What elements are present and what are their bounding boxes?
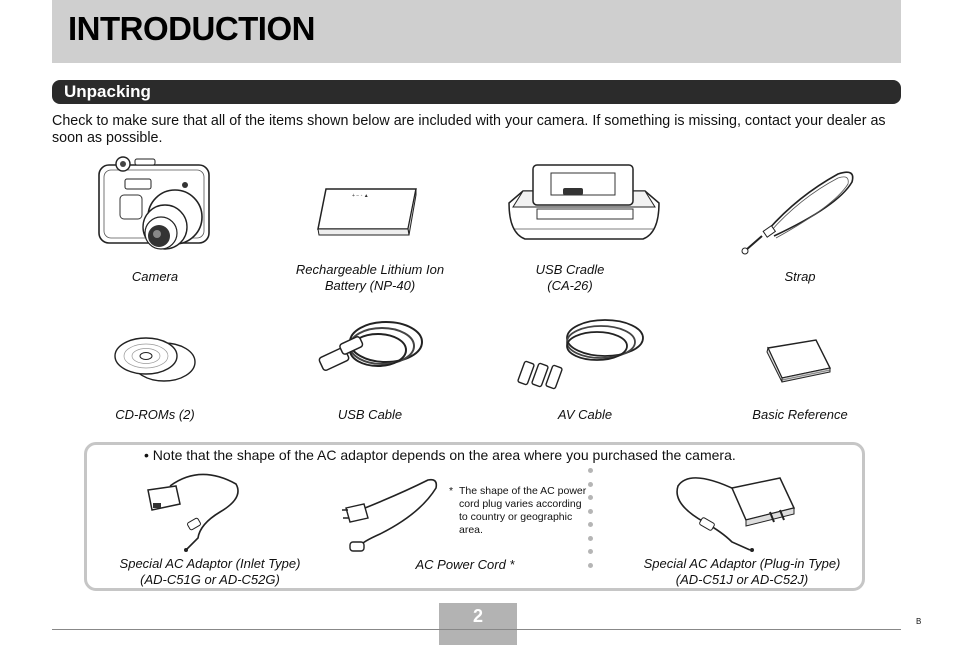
cd-roms-illustration xyxy=(112,336,198,384)
ac-adaptor-inlet-icon xyxy=(147,473,239,552)
caption-usb-cradle: USB Cradle (CA-26) xyxy=(470,262,670,294)
caption-line: USB Cable xyxy=(337,407,403,422)
section-header: Unpacking xyxy=(52,80,901,104)
plugin-adaptor-illustration xyxy=(670,470,800,554)
strap-icon xyxy=(741,171,854,255)
caption-inlet-adaptor: Special AC Adaptor (Inlet Type) (AD-C51G… xyxy=(110,556,310,588)
caption-av-cable: AV Cable xyxy=(485,407,685,423)
caption-cd-roms: CD-ROMs (2) xyxy=(55,407,255,423)
strap-illustration xyxy=(738,166,858,256)
power-cord-icon xyxy=(342,478,438,552)
usb-cable-illustration xyxy=(310,312,428,388)
power-cord-footnote: * The shape of the AC power cord plug va… xyxy=(449,485,589,537)
caption-battery: Rechargeable Lithium Ion Battery (NP-40) xyxy=(270,262,470,294)
caption-line: AV Cable xyxy=(557,407,613,422)
caption-usb-cable: USB Cable xyxy=(270,407,470,423)
power-cord-illustration xyxy=(340,474,440,554)
ac-adaptor-plugin-icon xyxy=(676,477,796,552)
caption-line: Strap xyxy=(784,269,816,284)
caption-line: Battery (NP-40) xyxy=(324,278,416,293)
caption-plugin-adaptor: Special AC Adaptor (Plug-in Type) (AD-C5… xyxy=(630,556,854,588)
caption-power-cord: AC Power Cord * xyxy=(365,557,565,573)
usb-cable-icon xyxy=(318,321,423,372)
inlet-adaptor-illustration xyxy=(140,468,250,554)
section-title: Unpacking xyxy=(64,82,151,101)
caption-strap: Strap xyxy=(700,269,900,285)
adaptor-note-box xyxy=(84,442,865,591)
svg-text:+ − ◦ ▲: + − ◦ ▲ xyxy=(352,193,369,199)
camera-illustration xyxy=(95,155,213,255)
page-number: 2 xyxy=(439,603,517,629)
caption-camera: Camera xyxy=(55,269,255,285)
usb-cradle-icon xyxy=(508,164,660,240)
caption-line: Special AC Adaptor (Inlet Type) xyxy=(119,556,301,571)
intro-paragraph: Check to make sure that all of the items… xyxy=(52,113,886,146)
caption-basic-reference: Basic Reference xyxy=(700,407,900,423)
adaptor-note-text: • Note that the shape of the AC adaptor … xyxy=(144,447,736,463)
usb-cradle-illustration xyxy=(505,163,663,247)
battery-icon: + − ◦ ▲ xyxy=(317,188,417,236)
page-number-tab xyxy=(439,630,517,645)
page-title: INTRODUCTION xyxy=(68,10,315,47)
cd-rom-icon xyxy=(114,337,196,382)
caption-line: Basic Reference xyxy=(752,407,848,422)
caption-line: Camera xyxy=(131,269,179,284)
caption-line: USB Cradle xyxy=(535,262,605,277)
caption-line: (AD-C51G or AD-C52G) xyxy=(140,572,280,587)
caption-line: Special AC Adaptor (Plug-in Type) xyxy=(643,556,841,571)
caption-line: AC Power Cord * xyxy=(415,557,515,572)
camera-icon xyxy=(98,156,210,250)
dotted-divider xyxy=(588,468,594,576)
caption-line: (AD-C51J or AD-C52J) xyxy=(675,572,809,587)
corner-mark: B xyxy=(916,617,922,626)
title-bar: INTRODUCTION xyxy=(52,0,901,63)
caption-line: Rechargeable Lithium Ion xyxy=(295,262,445,277)
booklet-icon xyxy=(766,339,832,383)
battery-illustration: + − ◦ ▲ xyxy=(312,183,422,239)
av-cable-icon xyxy=(517,319,644,390)
footer-rule xyxy=(52,629,901,630)
caption-line: (CA-26) xyxy=(547,278,593,293)
footnote-text: The shape of the AC power cord plug vari… xyxy=(459,485,587,536)
caption-line: CD-ROMs (2) xyxy=(115,407,195,422)
footnote-marker: * xyxy=(449,485,454,497)
av-cable-illustration xyxy=(517,312,649,392)
basic-reference-illustration xyxy=(762,338,834,384)
